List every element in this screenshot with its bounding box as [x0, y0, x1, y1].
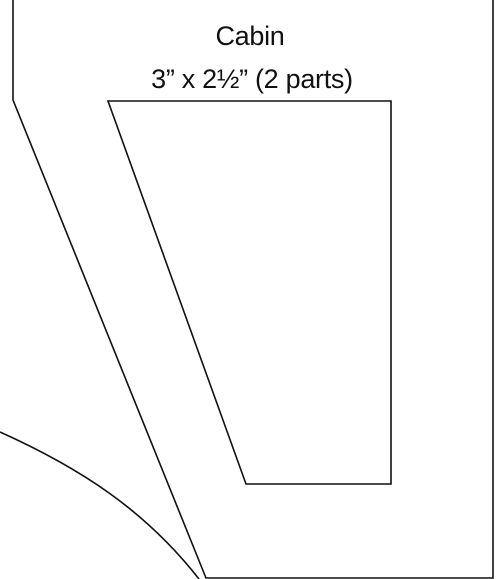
piece-name-label: Cabin	[215, 21, 284, 51]
piece-dimensions-label: 3” x 2½” (2 parts)	[151, 64, 353, 94]
cabin-inner-cutout	[106, 100, 392, 485]
adjacent-piece-arc	[0, 431, 200, 579]
cabin-outer-outline	[12, 0, 494, 579]
